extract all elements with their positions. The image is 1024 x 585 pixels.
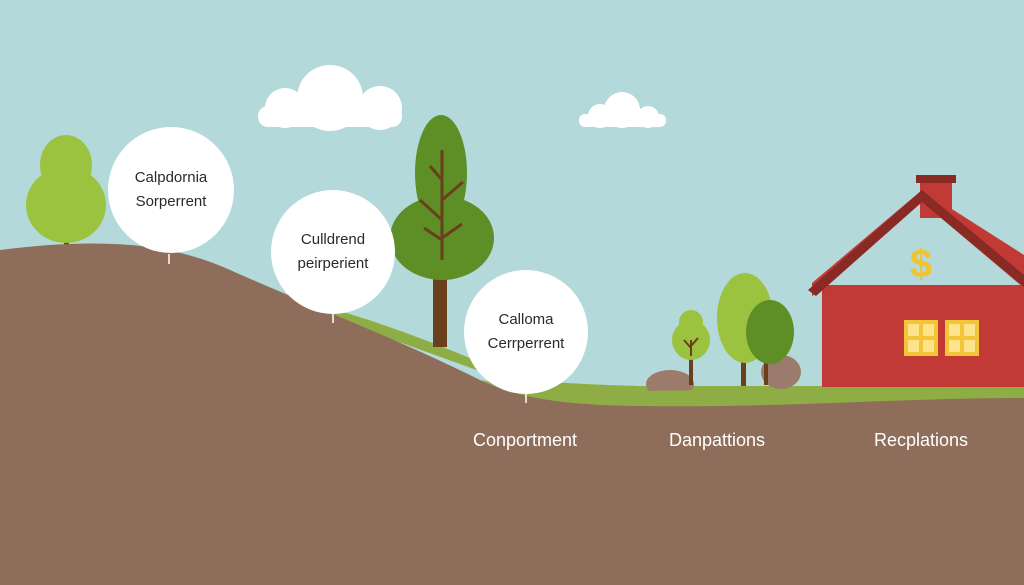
ground (0, 243, 1024, 585)
ground-grass-edge (480, 380, 1024, 407)
bubble-3: Calloma Cerrperrent (464, 270, 588, 394)
stage-label-1: Conportment (472, 430, 578, 450)
house (808, 175, 1024, 387)
bubble-2: Culldrend peirperient (271, 190, 395, 314)
house-window-left (904, 320, 938, 356)
grass-slope (255, 290, 1024, 400)
house-window-right (945, 320, 979, 356)
cloud-right (579, 92, 666, 128)
bubble-1-line1: Calpdornia (134, 169, 208, 186)
tall-tree (390, 115, 494, 347)
dollar-icon: $ (909, 242, 933, 286)
bubble-2-line1: Culldrend (300, 231, 366, 248)
bubble-1-line2: Sorperrent (135, 193, 207, 210)
bush-group (646, 273, 801, 398)
hilltop-tree (26, 135, 106, 247)
bubble-2-line2: peirperient (297, 255, 369, 272)
bubble-3-line1: Calloma (498, 311, 554, 328)
cloud-left (258, 65, 402, 131)
bubble-1: Calpdornia Sorperrent (108, 127, 234, 253)
stage-label-2: Danpattions (668, 430, 766, 450)
bubble-3-line2: Cerrperrent (487, 335, 565, 352)
stage-label-3: Recplations (873, 430, 969, 450)
